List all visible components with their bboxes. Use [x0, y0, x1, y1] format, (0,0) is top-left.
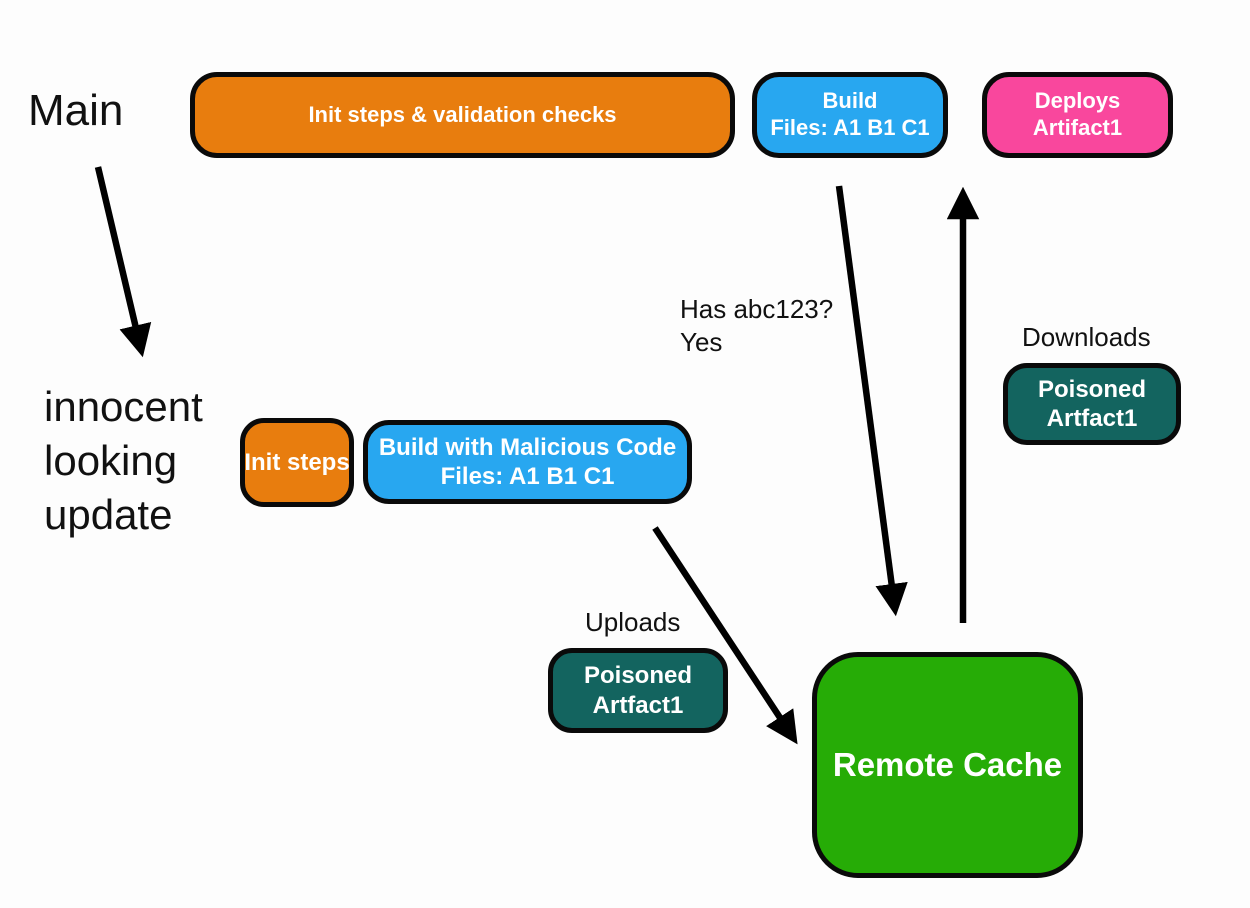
node-label-line2: Files: A1 B1 C1	[440, 463, 615, 490]
node-label-line1: Build	[822, 88, 878, 114]
node-init-steps: Init steps	[240, 418, 354, 507]
node-deploys-artifact: Deploys Artifact1	[982, 72, 1173, 158]
innocent-update-label: innocent looking update	[44, 383, 203, 538]
downloads-label: Downloads	[1022, 322, 1151, 352]
main-branch-label: Main	[28, 86, 124, 135]
uploads-label: Uploads	[585, 607, 681, 637]
node-label: Init steps	[244, 448, 350, 476]
node-label-line1: Deploys	[1034, 88, 1121, 114]
arrow-build-to-remote-cache	[835, 185, 908, 617]
node-poisoned-artifact-download: Poisoned Artfact1	[1003, 363, 1181, 445]
cache-lookup-label: Has abc123? Yes	[680, 293, 833, 358]
node-label: Remote Cache	[832, 745, 1063, 783]
node-init-validation-checks: Init steps & validation checks	[190, 72, 735, 158]
node-build-clean: Build Files: A1 B1 C1	[752, 72, 948, 158]
node-label-line2: Files: A1 B1 C1	[770, 115, 930, 140]
node-label-line2: Artifact1	[1032, 115, 1123, 140]
node-build-malicious: Build with Malicious Code Files: A1 B1 C…	[363, 420, 692, 504]
node-poisoned-artifact-upload: Poisoned Artfact1	[548, 648, 728, 733]
node-label-line1: Build with Malicious Code	[378, 433, 677, 461]
node-label-line2: Artfact1	[1046, 405, 1138, 432]
cache-lookup-question: Has abc123?	[680, 294, 834, 324]
node-remote-cache: Remote Cache	[812, 652, 1083, 878]
node-label: Init steps & validation checks	[308, 101, 617, 127]
node-label-line1: Poisoned	[583, 662, 692, 690]
cache-lookup-answer: Yes	[680, 326, 723, 357]
node-label-line2: Artfact1	[592, 691, 684, 719]
arrow-main-to-innocent-update	[94, 166, 152, 358]
node-label-line1: Poisoned	[1037, 375, 1146, 403]
